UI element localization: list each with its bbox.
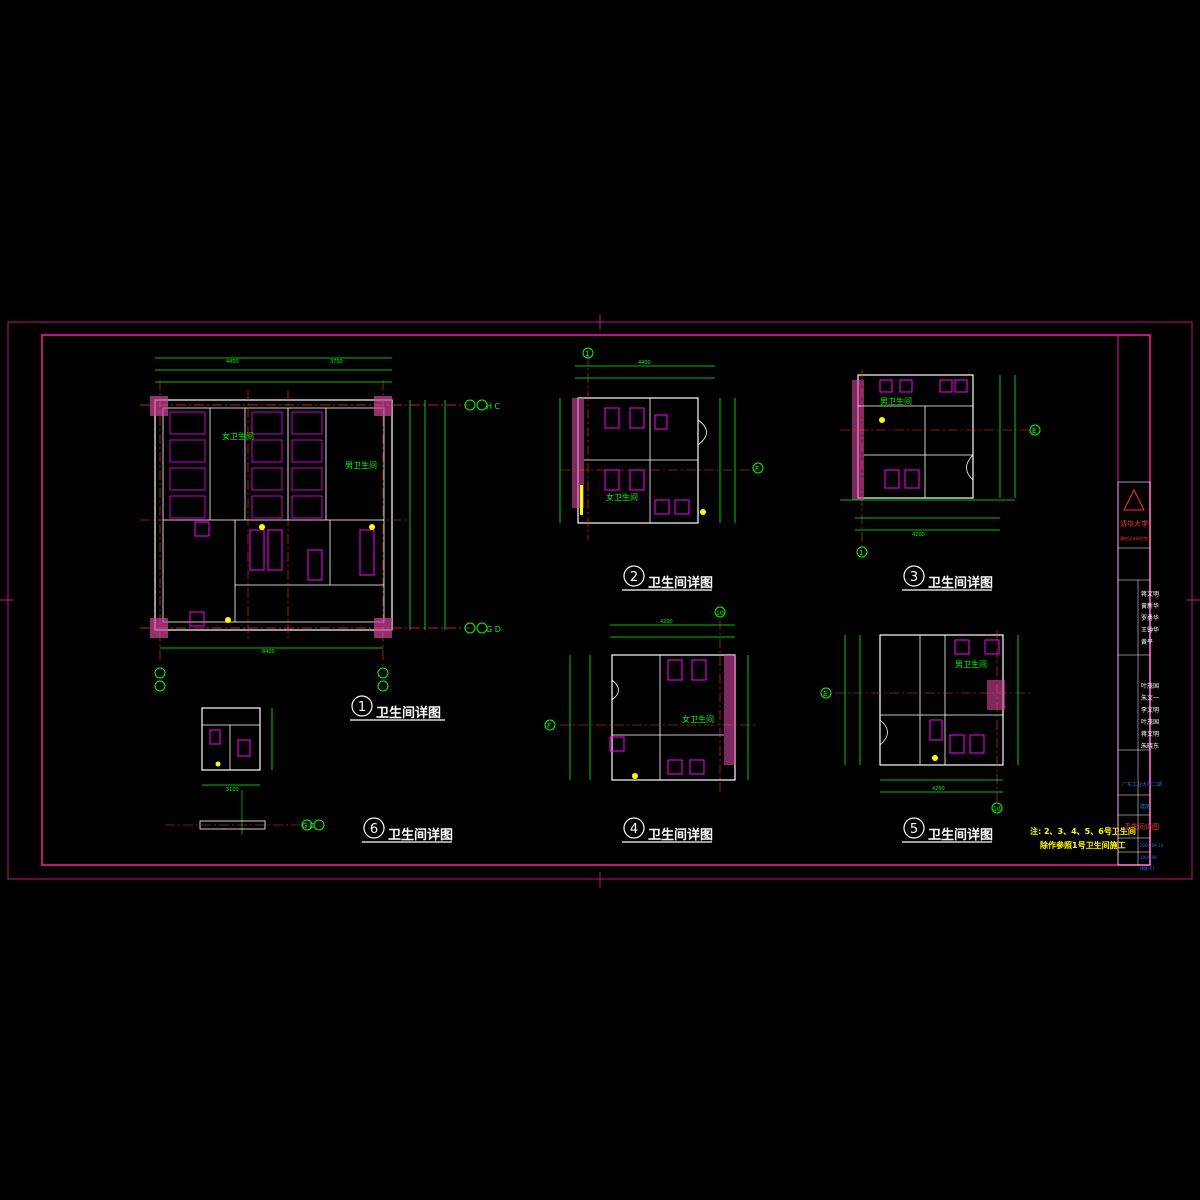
plan-2: 4400 女卫生间 1 F (559, 347, 764, 540)
titleblock-project: 广东工业大学二期 (1122, 781, 1162, 788)
axis-label-hc: H C (486, 402, 501, 411)
svg-text:2: 2 (630, 570, 638, 585)
outer-border (7, 321, 1193, 880)
plan-4: 4200 女卫生间 10 F (544, 606, 755, 795)
titleblock-name2: 朱晓东 (1141, 742, 1159, 750)
note-line-2: 除作参照1号卫生间施工 (1040, 840, 1126, 850)
svg-text:4: 4 (630, 822, 638, 837)
drawing-title-4: 4 卫生间详图 (622, 817, 713, 843)
titleblock-date1: 2004-09-10 (1140, 843, 1164, 848)
axis-2-num: 1 (585, 350, 589, 358)
dim-2-top: 4400 (638, 360, 651, 366)
dim-top-2: 3700 (330, 359, 343, 365)
room-label-male-1: 男卫生间 (345, 460, 377, 470)
room-label-female-4: 女卫生间 (682, 714, 714, 724)
dim-6-bottom: 3100 (226, 787, 239, 793)
axis-3-e: E (1032, 427, 1036, 435)
titleblock-name: 罗勇华 (1141, 614, 1159, 622)
dim-4-top: 4200 (660, 619, 673, 625)
dim-5-bottom: 4250 (932, 786, 945, 792)
drawing-title-text-3: 卫生间详图 (928, 575, 993, 591)
titleblock-name2: 叶茂国 (1141, 718, 1159, 726)
dim-top-1: 4400 (226, 359, 239, 365)
titleblock-name: 黄新华 (1141, 602, 1159, 610)
room-label-male-3: 男卫生间 (880, 396, 912, 406)
titleblock-date2: 2004-09 (1140, 855, 1157, 860)
room-label-male-5: 男卫生间 (955, 659, 987, 669)
drawing-title-3: 3 卫生间详图 (902, 565, 993, 591)
drawing-title-text-4: 卫生间详图 (648, 827, 713, 843)
axis-5-num: 10 (993, 806, 1001, 813)
titleblock-name2: 叶茂国 (1141, 682, 1159, 690)
svg-text:3: 3 (910, 570, 918, 585)
drawing-title-text-2: 卫生间详图 (648, 575, 713, 591)
axis-4-num: 10 (716, 610, 724, 617)
drawing-title-text-6: 卫生间详图 (388, 827, 453, 843)
plan-5: 4250 男卫生间 10 E (820, 630, 1030, 814)
axis-3-num: 1 (859, 549, 863, 557)
drawing-title-text-1: 卫生间详图 (376, 705, 441, 721)
titleblock-name2: 蒋文明 (1141, 730, 1159, 738)
titleblock-sheet-label: 建施 (1140, 803, 1150, 810)
titleblock-name2: 朱文一 (1141, 694, 1159, 702)
axis-6-gd: G D (302, 822, 315, 830)
drawing-title-6: 6 卫生间详图 (362, 817, 453, 843)
plan-3: 4200 男卫生间 1 E (840, 370, 1041, 558)
titleblock-sheet-no: 建施-61 (1140, 865, 1155, 871)
drawing-title-5: 5 卫生间详图 (902, 817, 993, 843)
plan-6: 3100 G D (165, 707, 325, 835)
inner-frame (41, 334, 1151, 866)
svg-text:5: 5 (910, 822, 918, 837)
room-label-female-1: 女卫生间 (222, 431, 254, 441)
dim-3-bottom: 4200 (912, 532, 925, 538)
plan-1: 4400 3700 (140, 357, 501, 692)
title-block: 清华大学 建筑设计研究院 蒋文明 黄新华 罗勇华 王钟华 黄平 叶茂国 朱文一 … (1117, 335, 1164, 871)
note-line-1: 注: 2、3、4、5、6号卫生间 (1030, 826, 1136, 836)
drawing-title-1: 1 卫生间详图 (350, 695, 445, 721)
titleblock-institute: 建筑设计研究院 (1120, 535, 1148, 541)
axis-2-f: F (755, 465, 759, 473)
dim-total-1: 8400 (262, 649, 275, 655)
axis-label-gd: G D (486, 625, 501, 634)
titleblock-logo: 清华大学 (1120, 519, 1148, 528)
svg-text:6: 6 (370, 822, 378, 837)
room-label-female-2: 女卫生间 (606, 492, 638, 502)
titleblock-name: 蒋文明 (1141, 590, 1159, 598)
titleblock-drawing-name: 卫生间详图 (1124, 822, 1159, 831)
drawing-title-2: 2 卫生间详图 (622, 565, 713, 591)
axis-5-e: E (823, 690, 827, 698)
titleblock-name: 黄平 (1141, 638, 1153, 646)
drawing-title-text-5: 卫生间详图 (928, 827, 993, 843)
axis-4-f: F (547, 722, 551, 730)
titleblock-name: 王钟华 (1141, 626, 1159, 634)
drawing-number-1: 1 (358, 700, 366, 715)
titleblock-name2: 李文明 (1141, 706, 1159, 714)
